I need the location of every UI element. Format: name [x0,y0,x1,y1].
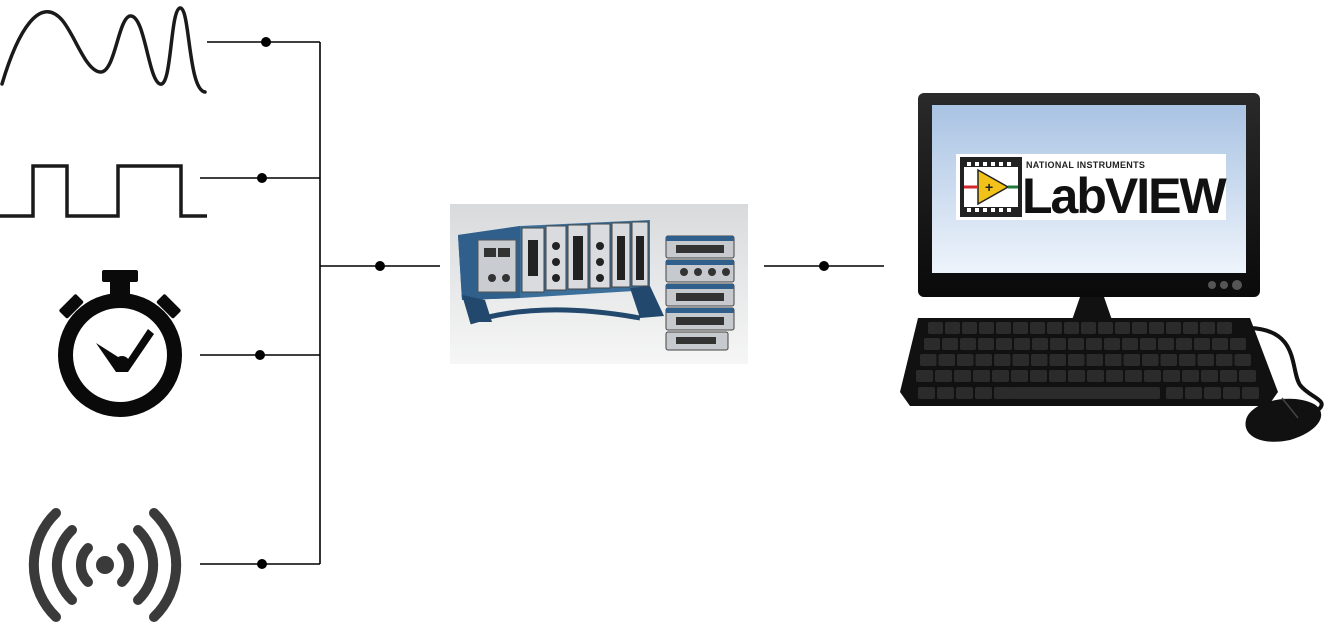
wireless-signal-icon [28,508,182,622]
keyboard-key [1166,322,1181,334]
sine-wave-icon [0,6,207,94]
keyboard-key [1068,354,1085,366]
keyboard-key [938,354,955,366]
keyboard-key [1012,354,1029,366]
keyboard-key [994,387,1011,399]
keyboard-key [994,354,1011,366]
logo-product-text: LabVIEW [1022,168,1227,224]
keyboard-key [1223,387,1240,399]
keyboard-key [1220,370,1237,382]
keyboard-key [1149,322,1164,334]
keyboard-key [1166,387,1183,399]
keyboard-key [1031,354,1048,366]
keyboard-key [1047,322,1062,334]
keyboard-key [1197,354,1214,366]
keyboard-key [956,387,973,399]
keyboard-key [962,322,977,334]
keyboard-key [975,354,992,366]
keyboard-key [957,354,974,366]
keyboard-key [1185,387,1202,399]
keyboard-key [1064,322,1079,334]
connection-dots [255,37,829,569]
keyboard-key [1122,338,1138,350]
keyboard-key [1239,370,1256,382]
keyboard-key [979,322,994,334]
keyboard-key [918,387,935,399]
keyboard-key [1176,338,1192,350]
keyboard-key [996,338,1012,350]
keyboard-key [1160,354,1177,366]
keyboard-key [960,338,976,350]
keyboard-key [1204,387,1221,399]
keyboard-key [942,338,958,350]
keyboard-key [1158,338,1174,350]
keyboard-key [1105,354,1122,366]
keyboard-key [935,370,952,382]
keyboard-key [1106,370,1123,382]
keyboard-key [1087,370,1104,382]
keyboard-key [1068,338,1084,350]
keyboard-key [924,338,940,350]
keyboard-key [1234,354,1251,366]
keyboard-key [1115,322,1130,334]
keyboard-key [1132,322,1147,334]
keyboard-key [975,387,992,399]
keyboard-key [1212,338,1228,350]
keyboard-key [1144,370,1161,382]
keyboard-key [1242,387,1259,399]
keyboard-key [954,370,971,382]
keyboard-key [1179,354,1196,366]
compactdaq-chassis-icon [450,204,748,364]
logo-brand-text: NATIONAL INSTRUMENTS [1026,160,1145,170]
keyboard-key [928,322,943,334]
keyboard-key [992,370,1009,382]
keyboard-key [1194,338,1210,350]
keyboard-key [1182,370,1199,382]
keyboard-key [1030,322,1045,334]
keyboard-key [937,387,954,399]
keyboard-key [1086,354,1103,366]
keyboard-key [1032,338,1048,350]
keyboard-key [1050,338,1066,350]
keyboard-keys [916,322,1259,399]
keyboard-key [1123,354,1140,366]
keyboard-key [1217,322,1232,334]
keyboard-key [945,322,960,334]
desktop-computer-icon [900,93,1324,442]
keyboard-key [1142,354,1159,366]
keyboard-key [1163,370,1180,382]
keyboard-key [973,370,990,382]
keyboard-key [1216,354,1233,366]
keyboard-key [1140,338,1156,350]
keyboard-key [1068,370,1085,382]
keyboard-key [1081,322,1096,334]
keyboard-key [978,338,994,350]
keyboard-key [1030,370,1047,382]
keyboard-key [916,370,933,382]
labview-logo: + NATIONAL INSTRUMENTS LabVIEW [956,154,1229,224]
keyboard-key [1049,354,1066,366]
keyboard-key [1098,322,1113,334]
keyboard-key [1013,322,1028,334]
keyboard-key [1200,322,1215,334]
svg-text:+: + [985,179,993,195]
keyboard-key [1049,370,1066,382]
keyboard-key [1201,370,1218,382]
keyboard-key [1011,370,1028,382]
keyboard-key [1104,338,1120,350]
stopwatch-icon [58,270,182,417]
keyboard-key [1183,322,1198,334]
keyboard-key [920,354,937,366]
keyboard-key [1086,338,1102,350]
keyboard-key [1125,370,1142,382]
spacebar-key [1010,387,1160,399]
keyboard-key [1230,338,1246,350]
keyboard-key [996,322,1011,334]
square-wave-icon [0,164,207,218]
keyboard-key [1014,338,1030,350]
